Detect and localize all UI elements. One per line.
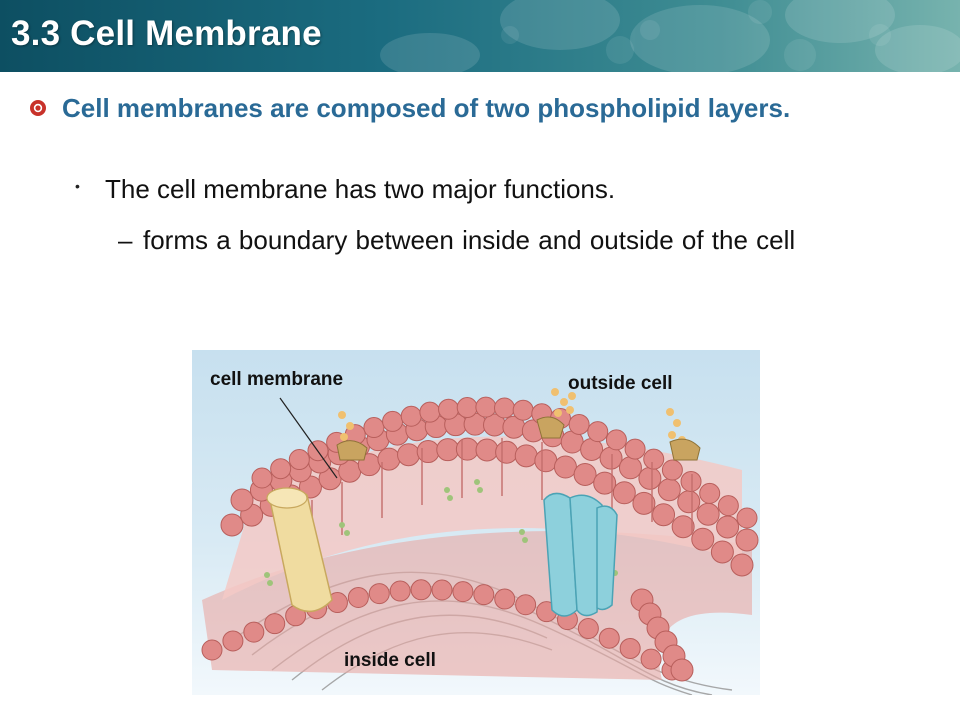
phospholipid-head bbox=[436, 438, 460, 462]
phospholipid-head bbox=[568, 413, 590, 435]
main-bullet-text: Cell membranes are composed of two phosp… bbox=[62, 93, 791, 123]
header-texture-icon bbox=[380, 0, 960, 72]
phospholipid-head bbox=[534, 449, 558, 473]
phospholipid-head bbox=[382, 410, 404, 432]
phospholipid-head bbox=[452, 581, 474, 603]
phospholipid-head bbox=[716, 515, 740, 539]
phospholipid-head bbox=[710, 540, 734, 564]
phospholipid-head bbox=[640, 648, 662, 670]
phospholipid-head bbox=[347, 586, 369, 608]
red-circle-bullet-icon bbox=[30, 100, 46, 116]
phospholipid-head bbox=[389, 580, 411, 602]
phospholipid-head bbox=[593, 471, 617, 495]
phospholipid-head bbox=[515, 594, 537, 616]
small-dot-bullet-icon: • bbox=[75, 178, 80, 194]
phospholipid-head bbox=[618, 456, 642, 480]
phospholipid-head bbox=[736, 507, 758, 529]
phospholipid-head bbox=[363, 417, 385, 439]
phospholipid-head bbox=[201, 639, 223, 661]
page-title: 3.3 Cell Membrane bbox=[11, 14, 322, 53]
phospholipid-head bbox=[251, 467, 273, 489]
phospholipid-head bbox=[512, 399, 534, 421]
phospholipid-head bbox=[699, 482, 721, 504]
phospholipid-head bbox=[598, 627, 620, 649]
phospholipid-head bbox=[632, 491, 656, 515]
phospholipid-head bbox=[730, 553, 754, 577]
phospholipid-head bbox=[473, 584, 495, 606]
phospholipid-head bbox=[419, 401, 441, 423]
phospholipid-head bbox=[438, 398, 460, 420]
phospholipid-head bbox=[657, 478, 681, 502]
phospholipid-head bbox=[475, 396, 497, 418]
phospholipid-head bbox=[456, 397, 478, 419]
sub-sub-bullet-text: forms a boundary between inside and outs… bbox=[143, 225, 796, 255]
label-cell-membrane: cell membrane bbox=[210, 369, 344, 390]
phospholipid-head bbox=[270, 458, 292, 480]
phospholipid-head bbox=[619, 637, 641, 659]
phospholipid-head bbox=[410, 579, 432, 601]
phospholipid-head bbox=[397, 443, 421, 467]
phospholipid-head bbox=[288, 449, 310, 471]
phospholipid-head bbox=[638, 466, 662, 490]
phospholipid-head bbox=[577, 618, 599, 640]
phospholipid-head bbox=[222, 630, 244, 652]
phospholipid-head bbox=[696, 502, 720, 526]
phospholipid-head bbox=[220, 513, 244, 537]
phospholipid-head bbox=[671, 515, 695, 539]
phospholipid-head bbox=[661, 459, 683, 481]
phospholipid-head bbox=[475, 438, 499, 462]
phospholipid-head bbox=[514, 444, 538, 468]
phospholipid-head bbox=[230, 488, 254, 512]
phospholipid-head bbox=[643, 448, 665, 470]
membrane-figure: cell membrane outside cell inside cell bbox=[192, 350, 760, 695]
phospholipid-head bbox=[368, 583, 390, 605]
membrane-illustration bbox=[201, 388, 759, 695]
phospholipid-head bbox=[264, 613, 286, 635]
phospholipid-head bbox=[431, 579, 453, 601]
phospholipid-head bbox=[735, 528, 759, 552]
dash-bullet: – bbox=[118, 225, 133, 255]
phospholipid-head bbox=[400, 405, 422, 427]
label-outside-cell: outside cell bbox=[568, 373, 673, 394]
phospholipid-head bbox=[652, 503, 676, 527]
phospholipid-head bbox=[495, 440, 519, 464]
phospholipid-head bbox=[670, 658, 694, 682]
slide-header: 3.3 Cell Membrane bbox=[0, 0, 960, 72]
phospholipid-head bbox=[587, 421, 609, 443]
phospholipid-head bbox=[455, 437, 479, 461]
label-inside-cell: inside cell bbox=[344, 650, 436, 671]
phospholipid-head bbox=[494, 588, 516, 610]
phospholipid-head bbox=[494, 397, 515, 419]
phospholipid-head bbox=[416, 440, 440, 464]
phospholipid-head bbox=[691, 527, 715, 551]
phospholipid-head bbox=[573, 463, 597, 487]
phospholipid-head bbox=[624, 438, 646, 460]
phospholipid-head bbox=[243, 621, 265, 643]
phospholipid-head bbox=[612, 481, 636, 505]
sub-bullet-text: The cell membrane has two major function… bbox=[105, 174, 616, 204]
phospholipid-head bbox=[553, 455, 577, 479]
phospholipid-head bbox=[677, 490, 701, 514]
phospholipid-head bbox=[605, 429, 627, 451]
phospholipid-head bbox=[717, 495, 739, 517]
